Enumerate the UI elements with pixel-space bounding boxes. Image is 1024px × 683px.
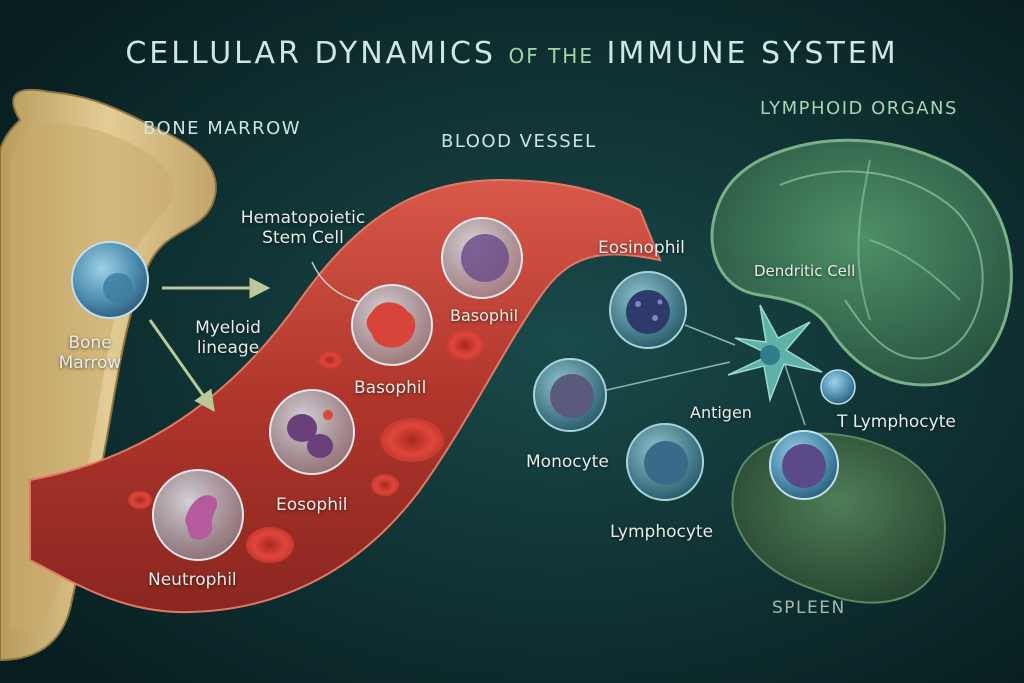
- label-eosophil: Eosophil: [276, 495, 348, 515]
- label-bone-line-2: Marrow: [58, 353, 122, 374]
- basophil-top-cell: [441, 217, 523, 299]
- label-antigen: Antigen: [690, 403, 752, 422]
- label-bone-line-1: Bone: [68, 333, 112, 353]
- label-t-lymphocyte: T Lymphocyte: [837, 412, 956, 432]
- eosinophil-cell: [609, 271, 687, 349]
- section-blood-vessel: BLOOD VESSEL: [441, 131, 597, 152]
- section-lymphoid-organs: LYMPHOID ORGANS: [760, 98, 958, 119]
- label-neutrophil: Neutrophil: [148, 570, 237, 590]
- label-basophil-mid: Basophil: [354, 378, 427, 398]
- label-basophil-top: Basophil: [450, 306, 519, 325]
- eosophil-cell: [269, 389, 355, 475]
- section-bone-marrow: BONE MARROW: [143, 118, 302, 139]
- basophil-mid-cell: [351, 284, 433, 366]
- label-bone-marrow: Bone Marrow: [50, 333, 130, 374]
- label-monocyte: Monocyte: [526, 452, 609, 472]
- small-lymphocyte-cell: [820, 369, 856, 405]
- t-lymphocyte-cell: [769, 430, 839, 500]
- lymphoid-organ: [710, 138, 1013, 387]
- label-hsc-line-2: Stem Cell: [262, 228, 344, 249]
- label-dendritic-cell: Dendritic Cell: [754, 262, 856, 280]
- label-myeloid-line-2: lineage: [196, 338, 260, 359]
- section-spleen: SPLEEN: [772, 598, 846, 618]
- monocyte-cell: [533, 358, 607, 432]
- title-of-the: OF THE: [508, 44, 594, 68]
- label-lymphocyte: Lymphocyte: [610, 522, 714, 542]
- title-part-1: CELLULAR DYNAMICS: [125, 36, 496, 71]
- label-hsc-line-1: Hematopoietic: [240, 208, 366, 228]
- red-blood-cells: [128, 249, 509, 563]
- title-part-2: IMMUNE SYSTEM: [606, 36, 899, 71]
- stem-cell-bone: [71, 241, 149, 319]
- neutrophil-cell: [152, 469, 244, 561]
- page-title: CELLULAR DYNAMICS OF THE IMMUNE SYSTEM: [0, 36, 1024, 71]
- lymphocyte-cell: [626, 423, 704, 501]
- dendritic-cell: [727, 304, 823, 403]
- label-myeloid-line-1: Myeloid: [195, 318, 261, 338]
- label-hematopoietic-stem-cell: Hematopoietic Stem Cell: [238, 208, 368, 249]
- label-eosinophil: Eosinophil: [598, 238, 685, 258]
- connector-lines: [148, 261, 806, 426]
- label-myeloid-lineage: Myeloid lineage: [178, 318, 278, 359]
